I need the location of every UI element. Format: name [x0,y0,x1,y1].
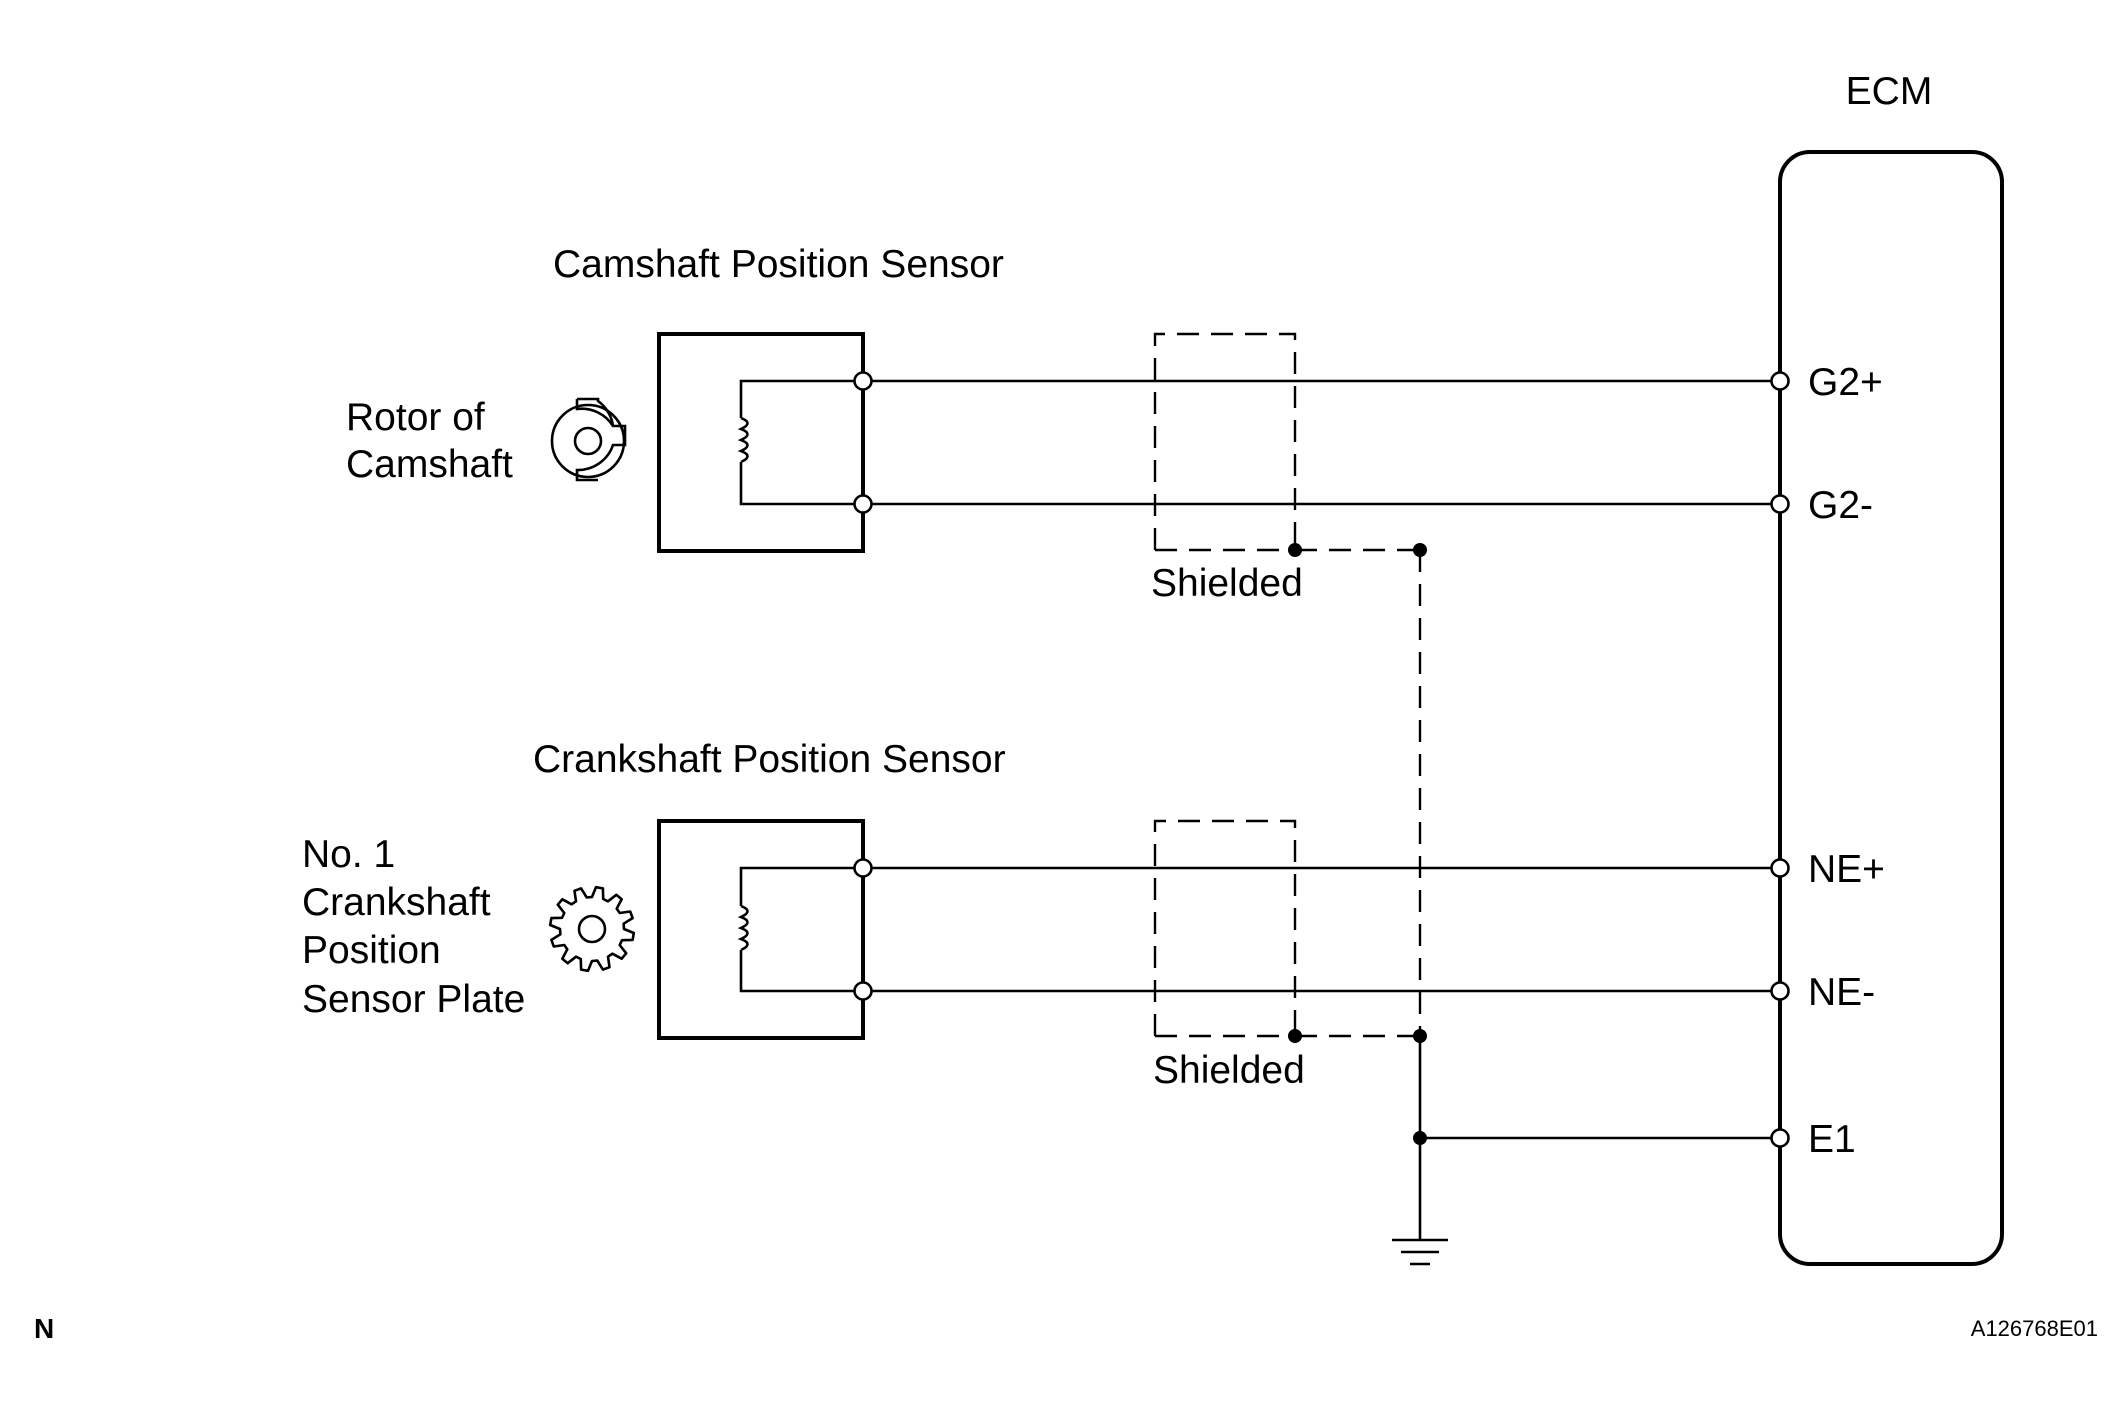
crankshaft-sensor-title: Crankshaft Position Sensor [533,738,1006,781]
crankshaft-plate-label-line4: Sensor Plate [302,978,525,1021]
camshaft-coil-return [739,462,863,506]
crankshaft-plate-label-line3: Position [302,929,441,972]
ecm-box [1778,150,2004,1266]
terminals [853,371,1790,1148]
camshaft-rotor-label-line2: Camshaft [346,443,513,486]
signal-wires [863,379,1780,1240]
splice-dot [1413,1131,1427,1145]
ecm-pin-labels: G2+ G2- NE+ NE- E1 [1808,361,1885,1161]
terminal-circle [1770,494,1790,514]
camshaft-rotor-label-line1: Rotor of [346,396,485,439]
camshaft-position-sensor: Camshaft Position Sensor Rotor of Camsha… [346,243,1004,553]
splice-dot [1288,543,1302,557]
ecm-unit: ECM [1778,70,2004,1266]
terminal-circle [1770,858,1790,878]
ground-icon [1392,1238,1448,1266]
crankshaft-plate-label-line2: Crankshaft [302,881,491,924]
crankshaft-position-sensor: Crankshaft Position Sensor No. 1 Cranksh… [302,738,1006,1040]
ecm-label: ECM [1846,70,1933,113]
crankshaft-sensor-box [657,819,865,1040]
camshaft-sensor-title: Camshaft Position Sensor [553,243,1004,286]
terminal-circle [853,858,873,878]
terminal-circle [853,371,873,391]
splice-points [1288,543,1427,1145]
upper-shield: Shielded [1151,332,1420,605]
terminal-circle [1770,371,1790,391]
gear-teeth [548,885,636,973]
crankshaft-plate-gear-icon [548,885,636,973]
terminal-circle [853,981,873,1001]
camshaft-sensor-box [657,332,865,553]
splice-dot [1288,1029,1302,1043]
crankshaft-plate-label-line1: No. 1 [302,833,395,876]
terminal-circle [1770,981,1790,1001]
pin-label-g2-minus: G2- [1808,484,1873,527]
pin-label-e1: E1 [1808,1118,1856,1161]
pin-label-ne-minus: NE- [1808,971,1875,1014]
terminal-circle [1770,1128,1790,1148]
splice-dot [1413,543,1427,557]
lower-shield: Shielded [1153,819,1420,1092]
crankshaft-coil-return [739,950,863,993]
crankshaft-coil-lead [739,866,863,906]
terminal-circle [853,494,873,514]
upper-shield-label: Shielded [1151,562,1303,605]
crankshaft-coil-icon [737,904,749,952]
pin-label-ne-plus: NE+ [1808,848,1885,891]
lower-shield-label: Shielded [1153,1049,1305,1092]
splice-dot [1413,1029,1427,1043]
lower-shield-outline [1153,819,1297,1036]
gear-hub [577,914,607,944]
figure-code: A126768E01 [1971,1316,2098,1341]
camshaft-coil-lead [739,379,863,418]
corner-letter: N [34,1313,54,1344]
pin-label-g2-plus: G2+ [1808,361,1883,404]
camshaft-coil-icon [737,416,749,464]
upper-shield-outline [1153,332,1297,550]
camshaft-rotor-icon [550,397,627,482]
